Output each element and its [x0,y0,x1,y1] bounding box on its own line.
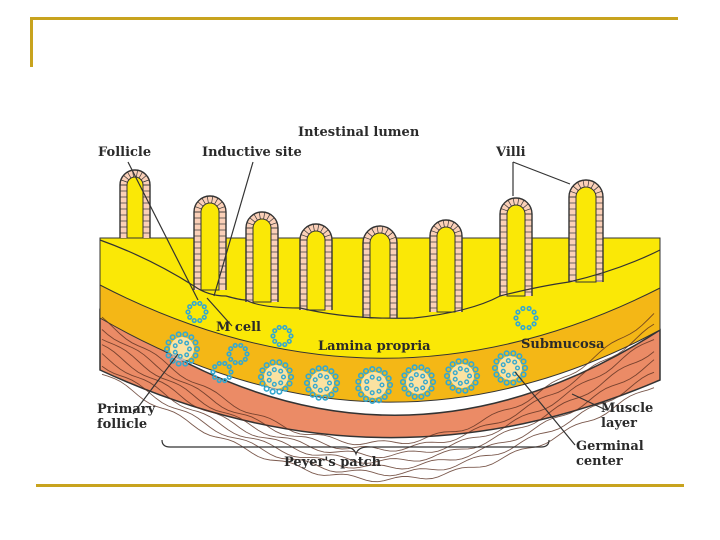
lymphoid-follicles [164,300,539,405]
muscle-layer-label-line1: Muscle [601,401,653,416]
villus [299,223,333,311]
germinal-follicle [303,365,341,401]
villus [568,179,604,283]
germinal-follicle [355,365,394,405]
villus-follicle [513,305,539,331]
villus [429,219,463,313]
top-frame-rule [30,17,678,20]
germinal-follicle [399,364,437,400]
inductive-site-pointer [213,161,254,297]
m-cell-follicle [270,324,294,348]
germinal-follicle [257,359,295,395]
follicle-pointer [127,161,199,301]
inductive-follicle [185,300,209,324]
germinal-center-pointer [514,371,576,446]
small-follicle [210,360,234,384]
villus [499,197,533,297]
submucosa-label: Submucosa [521,337,605,352]
peyers-patch-label: Peyer's patch [284,455,382,470]
villi-pointer-right [512,161,571,185]
villi [99,169,661,319]
germinal-center-label-line2: center [576,454,623,469]
inductive-site-label: Inductive site [202,145,302,160]
villus [119,169,151,239]
germinal-follicle [443,358,481,394]
muscle-layer-label-line2: layer [601,416,637,431]
intestinal-lumen-label: Intestinal lumen [298,125,420,140]
m-cell-label: M cell [216,320,261,335]
primary-follicle-label-line1: Primary [97,402,156,417]
pointer-lines [127,161,607,457]
bottom-frame-rule [36,484,684,487]
peyers-patch-brace [161,439,550,457]
m-cell-pointer [206,297,233,327]
villus [362,225,398,319]
primary-follicle [164,331,201,367]
primary-follicle-label-line2: follicle [97,417,147,432]
lamina-propria-label: Lamina propria [318,339,431,354]
small-follicle [226,342,250,366]
villus [245,211,279,303]
left-frame-rule [30,17,33,67]
follicle-label: Follicle [98,145,151,160]
muscle-layer-pointer [571,393,607,411]
villi-label: Villi [495,145,526,160]
primary-follicle-pointer [132,353,179,415]
germinal-center-label-line1: Germinal [576,439,644,454]
villus [193,195,227,291]
muscle-fibers [101,313,655,483]
